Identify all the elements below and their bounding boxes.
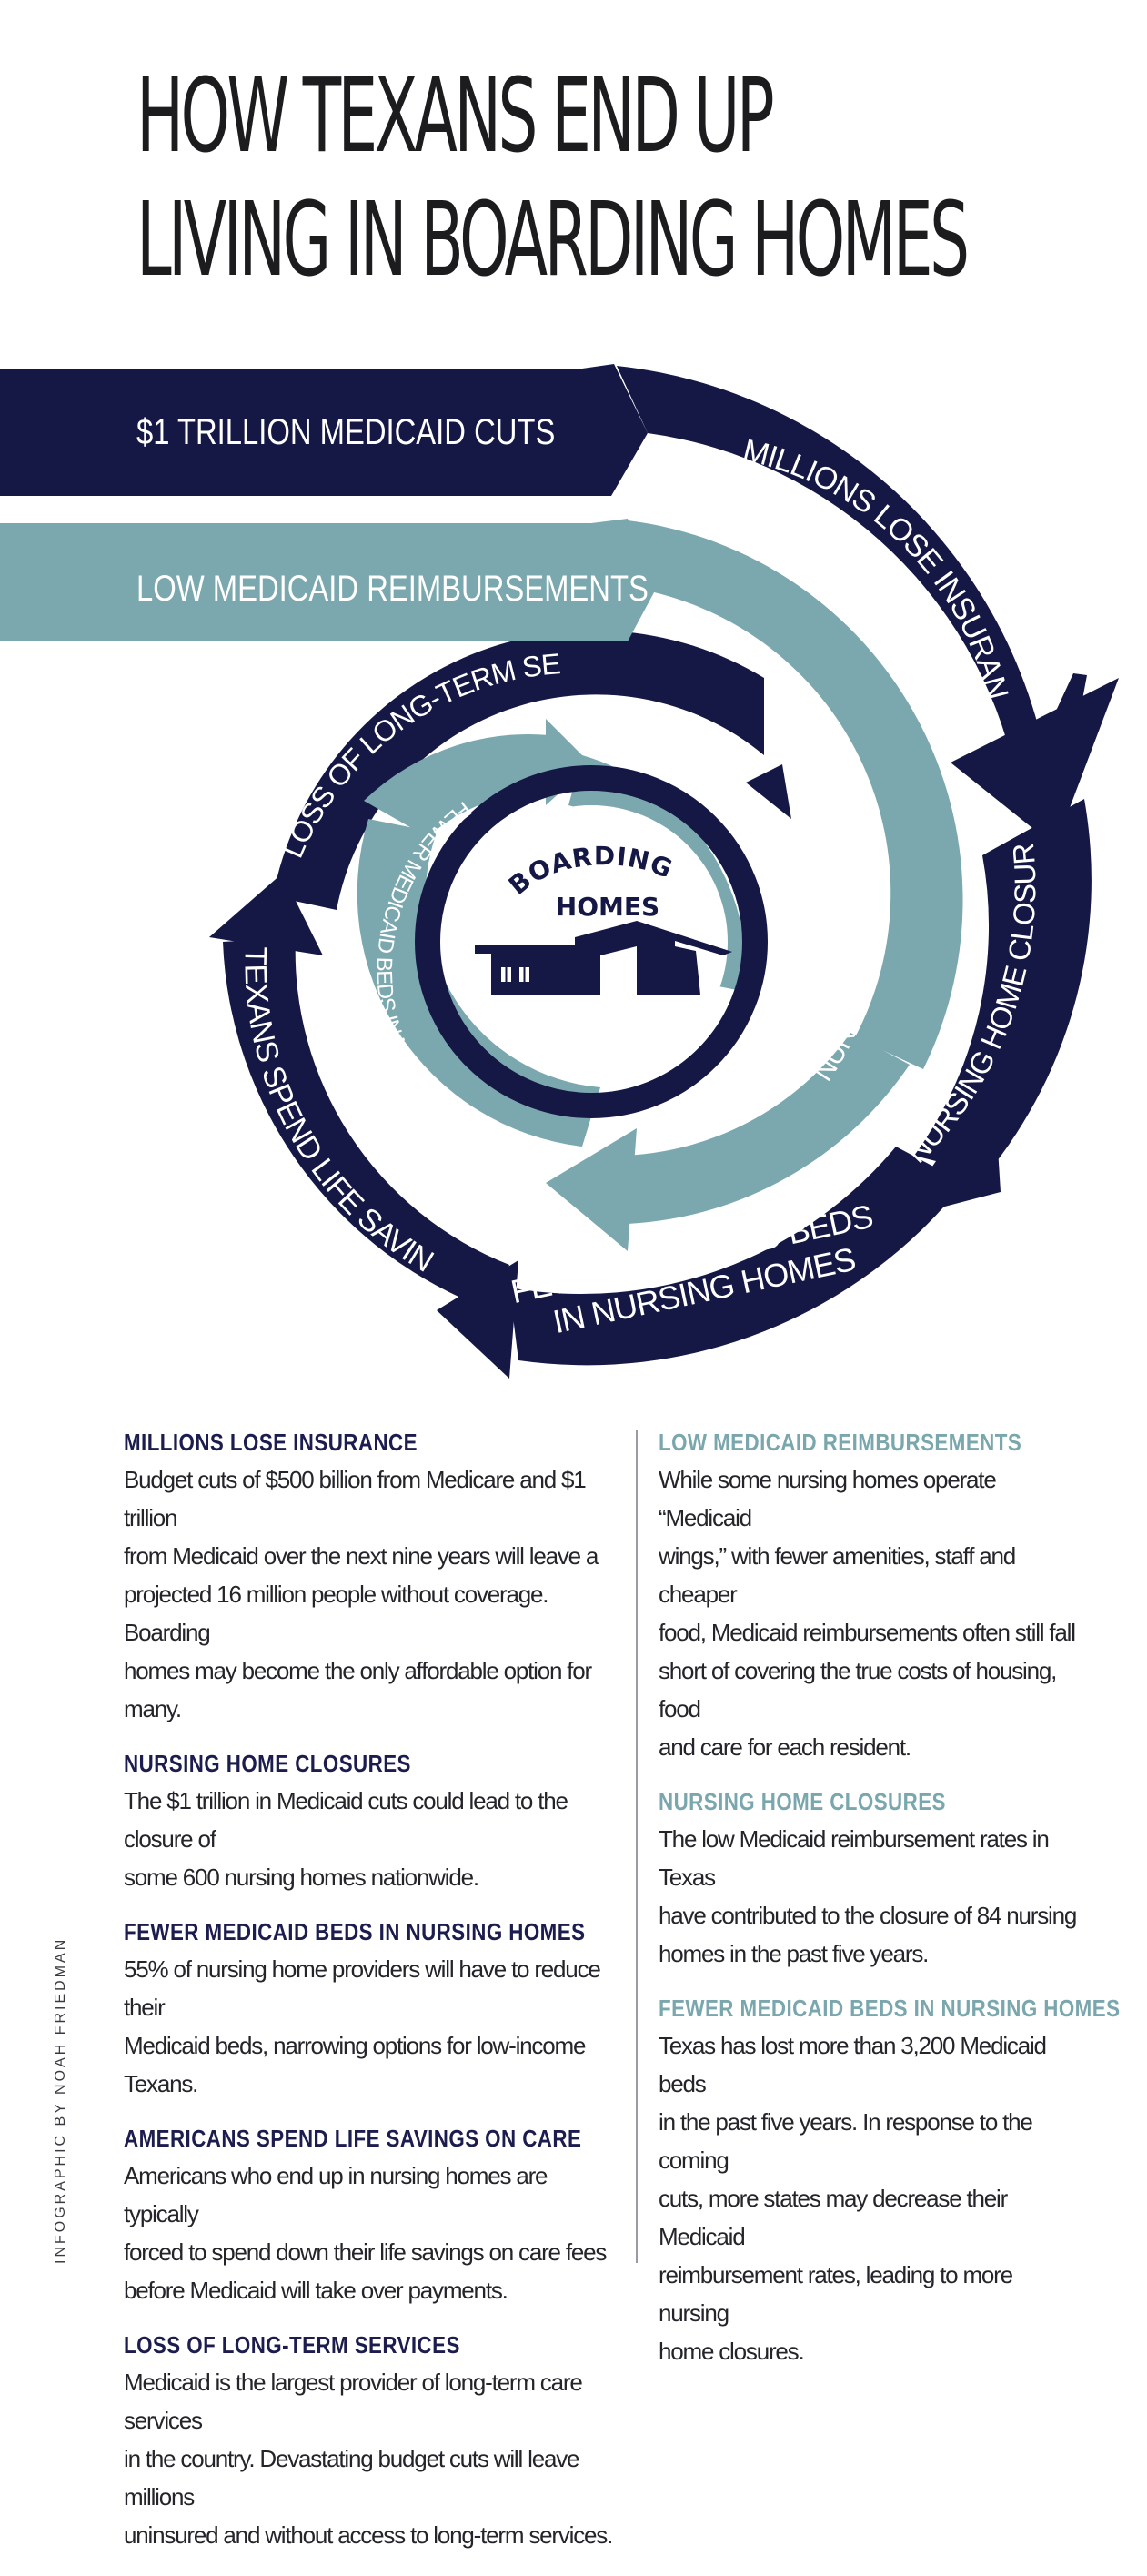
center-label-homes: HOMES	[556, 892, 659, 922]
banner-bottom-label: LOW MEDICAID REIMBURSEMENTS	[136, 568, 649, 609]
center-ring	[415, 765, 768, 1118]
infographic-credit: INFOGRAPHIC BY NOAH FRIEDMAN	[53, 1936, 68, 2264]
right-column: LOW MEDICAID REIMBURSEMENTS While some n…	[659, 1429, 1121, 2392]
section-heading: NURSING HOME CLOSURES	[659, 1788, 946, 1815]
section-heading: LOSS OF LONG-TERM SERVICES	[124, 2331, 460, 2359]
section-body: Americans who end up in nursing homes ar…	[124, 2162, 607, 2304]
section-fewer-medicaid-beds: FEWER MEDICAID BEDS IN NURSING HOMES 55%…	[124, 1918, 615, 2103]
section-millions-lose-insurance: MILLIONS LOSE INSURANCE Budget cuts of $…	[124, 1429, 615, 1728]
section-heading: LOW MEDICAID REIMBURSEMENTS	[659, 1429, 1022, 1456]
section-heading: NURSING HOME CLOSURES	[124, 1750, 411, 1777]
teal-reimbursement-arrow	[0, 519, 963, 1251]
navy-cuts-arrow	[0, 364, 1119, 1379]
title-line-1: HOW TEXANS END UP	[136, 57, 775, 176]
section-low-medicaid-reimbursements: LOW MEDICAID REIMBURSEMENTS While some n…	[659, 1429, 1086, 1766]
section-loss-of-long-term-services: LOSS OF LONG-TERM SERVICES Medicaid is t…	[124, 2331, 615, 2554]
house-icon	[475, 921, 732, 995]
section-body: Medicaid is the largest provider of long…	[124, 2369, 613, 2549]
section-heading: FEWER MEDICAID BEDS IN NURSING HOMES	[659, 1995, 1121, 2022]
cycle-diagram: $1 TRILLION MEDICAID CUTS LOW MEDICAID R…	[0, 364, 1119, 1379]
section-body: The $1 trillion in Medicaid cuts could l…	[124, 1787, 568, 1891]
section-body: The low Medicaid reimbursement rates in …	[659, 1825, 1077, 1967]
section-body: While some nursing homes operate “Medica…	[659, 1466, 1076, 1761]
column-divider	[636, 1430, 638, 2263]
section-spend-life-savings: AMERICANS SPEND LIFE SAVINGS ON CARE Ame…	[124, 2125, 615, 2309]
section-texas-nursing-home-closures: NURSING HOME CLOSURES The low Medicaid r…	[659, 1788, 1086, 1973]
section-nursing-home-closures: NURSING HOME CLOSURES The $1 trillion in…	[124, 1750, 615, 1896]
section-heading: AMERICANS SPEND LIFE SAVINGS ON CARE	[124, 2125, 582, 2152]
section-body: 55% of nursing home providers will have …	[124, 1955, 601, 2097]
section-body: Budget cuts of $500 billion from Medicar…	[124, 1466, 599, 1722]
section-texas-fewer-medicaid-beds: FEWER MEDICAID BEDS IN NURSING HOMES Tex…	[659, 1995, 1121, 2370]
left-column: MILLIONS LOSE INSURANCE Budget cuts of $…	[124, 1429, 615, 2576]
banner-top-label: $1 TRILLION MEDICAID CUTS	[136, 411, 555, 452]
section-body: Texas has lost more than 3,200 Medicaid …	[659, 2032, 1047, 2365]
section-heading: MILLIONS LOSE INSURANCE	[124, 1429, 418, 1456]
section-heading: FEWER MEDICAID BEDS IN NURSING HOMES	[124, 1918, 586, 1945]
